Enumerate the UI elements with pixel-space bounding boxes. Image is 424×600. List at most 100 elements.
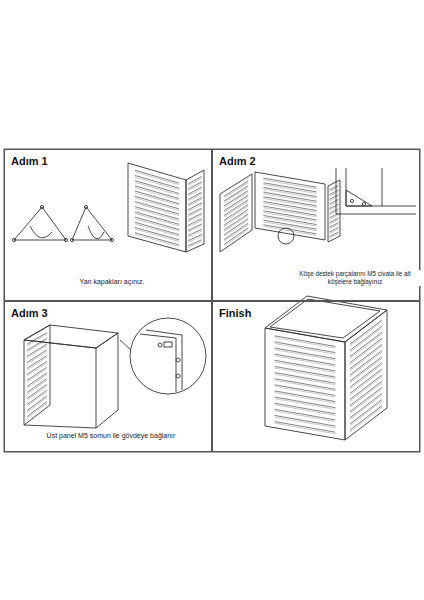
louver-slat — [135, 229, 179, 241]
louver-slat — [224, 223, 248, 239]
louver-slat — [224, 211, 248, 227]
panel-frame — [24, 325, 50, 425]
louver-slat — [275, 423, 336, 434]
louver-slat — [275, 366, 336, 377]
louver-slat — [275, 344, 336, 355]
louver-slat — [27, 397, 47, 412]
panel-frame — [186, 170, 204, 252]
louver-slat — [135, 191, 179, 204]
louver-slat — [188, 204, 202, 211]
louver-slat — [275, 379, 336, 390]
louver-slat — [275, 385, 336, 396]
louver-slat — [27, 403, 47, 418]
louver-slat — [350, 351, 382, 375]
step-heading: Adım 1 — [11, 155, 48, 167]
louver-slat — [275, 415, 336, 426]
louver-slat — [188, 208, 202, 215]
louver-slat — [27, 379, 47, 393]
louver-slat — [224, 228, 248, 245]
louver-slat — [27, 396, 47, 411]
louver-slat — [27, 338, 47, 350]
panel-frame — [220, 174, 252, 252]
panel-frame — [255, 172, 325, 240]
louver-slat — [188, 240, 202, 246]
louver-slat — [275, 350, 336, 361]
step-heading: Finish — [219, 307, 251, 319]
louver-slat — [188, 234, 202, 240]
louver-slat — [135, 181, 179, 194]
louver-slat — [188, 199, 202, 206]
finished-box — [265, 296, 387, 342]
louver-slat — [263, 225, 316, 234]
louver-slat — [350, 406, 382, 430]
louver-slat — [224, 219, 248, 235]
louver-slat — [275, 417, 336, 428]
louver-slat — [224, 201, 248, 217]
louver-slat — [275, 399, 336, 410]
louver-slat — [135, 222, 179, 234]
louver-slat — [350, 338, 382, 362]
louver-slat — [224, 220, 248, 236]
louver-slat — [329, 234, 338, 239]
louver-slat — [275, 336, 336, 347]
panel-frame — [128, 163, 186, 252]
louver-slat — [224, 187, 248, 202]
louver-slat — [135, 175, 179, 188]
louver-slat — [27, 390, 47, 404]
louver-slat — [188, 229, 202, 235]
step-panel: Adım 3 Üst panel M5 somun ile gövdeye bağ… — [4, 301, 212, 452]
louver-slat — [275, 405, 336, 416]
louver-slat — [188, 194, 202, 201]
sheet-frame — [4, 149, 420, 452]
step-instruction: Yan kapakları açınız. — [45, 278, 179, 287]
step-panel: Finish — [212, 301, 420, 452]
louver-slat — [275, 354, 336, 365]
louver-slat — [350, 363, 382, 387]
step1-brackets — [12, 205, 113, 241]
louver-slat — [224, 230, 248, 247]
louver-slat — [275, 360, 336, 371]
step-panel: Adım 2Köşe destek parçalarını M5 civata … — [212, 149, 420, 301]
louver-slat — [275, 337, 336, 348]
louver-slat — [224, 209, 248, 225]
louver-slat — [350, 326, 382, 350]
louver-slat — [135, 196, 179, 209]
step-heading: Adım 2 — [219, 155, 256, 167]
louver-slat — [188, 224, 202, 231]
step-instruction: Üst panel M5 somun ile gövdeye bağlanır — [13, 432, 209, 441]
louver-slat — [350, 381, 382, 405]
louver-slat — [27, 350, 47, 362]
louver-slat — [275, 373, 336, 384]
louver-slat — [275, 368, 336, 379]
louver-slat — [224, 206, 248, 222]
louver-slat — [275, 342, 336, 353]
louver-slat — [135, 212, 179, 224]
louver-slat — [135, 228, 179, 240]
louver-slat — [27, 344, 47, 356]
louver-slat — [350, 387, 382, 411]
louver-slat — [224, 197, 248, 213]
louver-slat — [135, 170, 179, 183]
step-heading: Adım 3 — [11, 307, 48, 319]
louver-slat — [275, 393, 336, 404]
louver-slat — [350, 332, 382, 356]
louver-slat — [275, 411, 336, 422]
louver-slat — [188, 241, 202, 247]
louver-slat — [188, 203, 202, 210]
louver-slat — [275, 391, 336, 402]
panel-frame — [328, 180, 340, 242]
louver-slat — [350, 407, 382, 431]
louver-slat — [188, 225, 202, 232]
panel-frame — [265, 328, 345, 440]
louver-slat — [275, 348, 336, 359]
louver-slat — [135, 233, 179, 245]
louver-slat — [27, 333, 47, 345]
louver-slat — [350, 369, 382, 393]
louver-slat — [188, 215, 202, 222]
louver-slat — [275, 403, 336, 414]
louver-slat — [135, 201, 179, 214]
louver-slat — [188, 231, 202, 237]
louver-slat — [275, 422, 336, 433]
louver-slat — [263, 226, 316, 235]
louver-slat — [275, 356, 336, 367]
